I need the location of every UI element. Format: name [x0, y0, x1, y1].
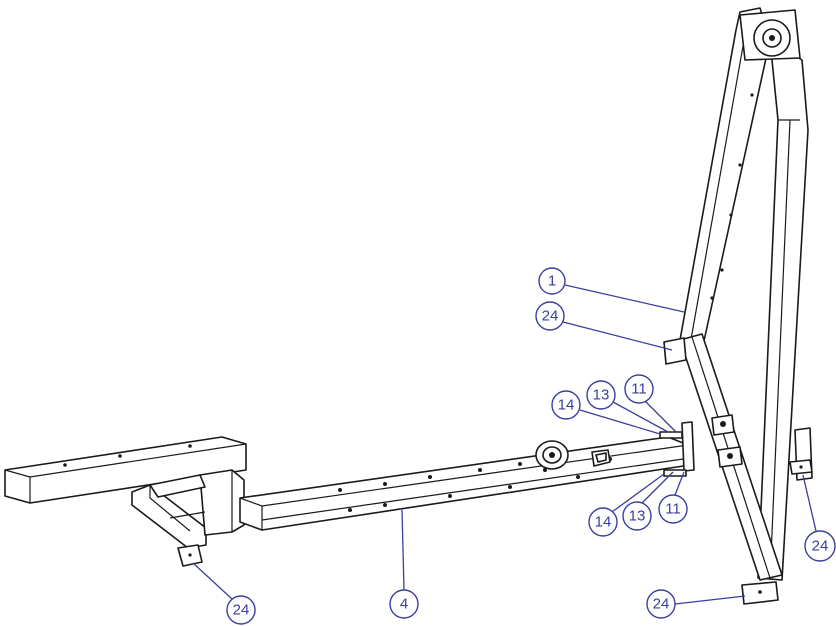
callout-c11b: 11	[658, 494, 688, 524]
right-foot-pad	[789, 427, 813, 481]
leader-line-c13b	[641, 471, 674, 504]
leader-line-c14a	[579, 409, 661, 435]
callout-circle	[588, 507, 618, 537]
callout-label: 13	[629, 508, 646, 525]
leader-line-c1	[564, 284, 685, 313]
callout-c13a: 13	[586, 380, 616, 410]
callout-label: 24	[812, 538, 829, 555]
bottom-foot-pad	[741, 581, 779, 605]
callout-circle	[551, 390, 581, 420]
callout-circle	[658, 494, 688, 524]
callout-circle	[586, 380, 616, 410]
callout-c4: 4	[389, 589, 419, 619]
leader-line-c11a	[644, 400, 677, 433]
callout-label: 24	[653, 596, 670, 613]
callout-label: 14	[558, 397, 575, 414]
callout-c14b: 14	[588, 507, 618, 537]
callout-circle	[646, 589, 676, 619]
leader-line-c11b	[674, 471, 685, 496]
callout-circle	[389, 589, 419, 619]
callout-circle	[535, 301, 565, 331]
callout-circle	[622, 501, 652, 531]
callout-c24right: 24	[804, 530, 836, 562]
part-callouts: 1 24 11 13 14 14 13 11 24 24 24 4	[226, 267, 836, 625]
leader-line-c4	[401, 509, 405, 591]
rail-pulley	[535, 440, 611, 470]
callout-label: 24	[542, 308, 559, 325]
callout-c24left: 24	[226, 595, 256, 625]
front-support-bracket	[131, 469, 245, 549]
callout-label: 14	[595, 514, 612, 531]
callout-circle	[624, 374, 654, 404]
upright-frame	[659, 7, 809, 581]
callout-c24a: 24	[535, 301, 565, 331]
callout-c14a: 14	[551, 390, 581, 420]
callout-label: 1	[548, 273, 556, 290]
callout-label: 11	[665, 501, 681, 518]
callout-c1: 1	[538, 267, 566, 295]
callout-label: 4	[400, 596, 408, 613]
leader-line-c24right	[802, 474, 817, 532]
leader-line-c24left	[192, 562, 233, 600]
leader-line-c24bottom	[674, 595, 746, 605]
callout-c13b: 13	[622, 501, 652, 531]
leader-line-c13a	[612, 401, 669, 433]
leader-line-c24a	[562, 321, 673, 351]
callout-circle	[804, 530, 836, 562]
callout-circle	[538, 267, 566, 295]
leader-line-c14b	[611, 473, 665, 513]
front-crossbar	[4, 436, 247, 504]
callout-circle	[226, 595, 256, 625]
frame-foot-pad	[663, 337, 687, 365]
left-foot-pad	[177, 544, 203, 567]
callout-c24bottom: 24	[646, 589, 676, 619]
leader-lines	[192, 284, 817, 605]
callout-label: 24	[233, 602, 250, 619]
callout-label: 13	[593, 387, 610, 404]
callout-c11a: 11	[624, 374, 654, 404]
callout-label: 11	[631, 381, 647, 398]
